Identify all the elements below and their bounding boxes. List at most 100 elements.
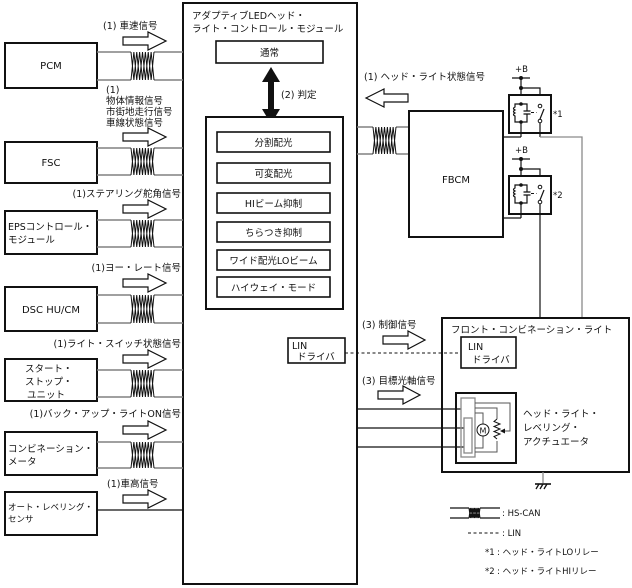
- mode-item: ワイド配光LOビーム: [216, 249, 331, 271]
- twisted-pair-icon: [130, 294, 155, 324]
- input-start-stop-unit: スタート・ ストップ・ ユニット (1)ライト・スイッチ状態信号: [4, 338, 183, 402]
- main-module-title-line2: ライト・コントロール・モジュール: [192, 24, 344, 35]
- module-box: [4, 286, 98, 332]
- normal-mode-box: [215, 40, 324, 64]
- actuator-label-line1: ヘッド・ライト・: [523, 409, 599, 420]
- twisted-pair-icon: [372, 126, 397, 155]
- target-axis-signal-label: (3) 目標光軸信号: [362, 375, 435, 387]
- mode-box: [216, 192, 331, 214]
- signal-label: (1)ステアリング舵角信号: [73, 188, 181, 200]
- signal-arrow-icon: [122, 273, 168, 293]
- signal-label: 物体情報信号: [106, 95, 163, 107]
- legend-item-hs-can: : HS-CAN: [450, 507, 541, 519]
- fbcm-box: [408, 110, 504, 238]
- relay-marker: *1: [553, 110, 563, 120]
- adaptive-led-headlight-control-module: アダプティブLEDヘッド・ ライト・コントロール・モジュール 通常 (2) 判定…: [182, 2, 358, 585]
- wiper-arrow-icon: [500, 428, 505, 434]
- mode-label: ワイド配光LOビーム: [229, 255, 317, 267]
- relay-coil-icon: [512, 183, 537, 205]
- hs-can-wire: [357, 126, 409, 155]
- relay-switch-icon: [537, 184, 545, 205]
- lin-driver-label-line2: ドライバ: [472, 355, 510, 366]
- legend-item-hi-relay: *2 : ヘッド・ライトHIリレー: [485, 567, 596, 577]
- signal-arrow-left-icon: [364, 88, 409, 108]
- module-box: [4, 141, 98, 184]
- control-signal-arrow-icon: [382, 330, 427, 350]
- module-label: メータ: [8, 457, 37, 468]
- legend-text: : ヘッド・ライトHIリレー: [497, 567, 596, 577]
- hs-can-wire: [97, 219, 183, 248]
- module-label: センサ: [8, 515, 34, 525]
- actuator-signal-wires: [357, 408, 464, 448]
- signal-arrow-icon: [122, 31, 168, 51]
- supply-label: +B: [515, 65, 528, 75]
- target-axis-signal-arrow-icon: [377, 385, 422, 405]
- judgement-label: (2) 判定: [281, 89, 317, 101]
- actuator-internal-wiring: [475, 402, 511, 453]
- mode-item: ハイウェイ・モード: [216, 276, 331, 298]
- main-lin-driver-box: [287, 337, 346, 364]
- module-box: [4, 431, 98, 476]
- headlight-status-signal-label: (1) ヘッド・ライト状態信号: [364, 71, 485, 83]
- actuator-label-line3: アクチュエータ: [523, 437, 589, 448]
- fbcm: (1) ヘッド・ライト状態信号 FBCM: [357, 71, 504, 238]
- control-signal-label: (3) 制御信号: [362, 319, 416, 331]
- module-box: [4, 358, 98, 402]
- mode-box: [216, 162, 331, 184]
- mode-label: 可変配光: [254, 168, 293, 180]
- input-fsc: FSC (1) 物体情報信号 市街地走行信号 車線状態信号: [4, 85, 183, 184]
- twisted-pair-icon: [130, 441, 155, 469]
- signal-label: (1)バック・アップ・ライトON信号: [30, 408, 181, 420]
- ground-icon: [535, 472, 551, 490]
- twisted-pair-icon: [130, 219, 155, 248]
- legend-marker: *1: [485, 548, 495, 558]
- mode-item: 分割配光: [216, 131, 331, 153]
- actuator-connector-inner: [463, 417, 473, 454]
- lin-driver-label-line1: LIN: [468, 342, 483, 353]
- legend-hs-can-wire: [450, 507, 500, 519]
- mode-label: ハイウェイ・モード: [231, 283, 316, 294]
- module-label: ストップ・: [25, 377, 73, 388]
- fbcm-label: FBCM: [442, 175, 470, 186]
- signal-label: 車線状態信号: [106, 117, 163, 129]
- mode-item: 可変配光: [216, 162, 331, 184]
- main-lin-driver-label-line2: ドライバ: [297, 352, 335, 363]
- main-module-title-line1: アダプティブLEDヘッド・: [192, 10, 305, 22]
- hs-can-wire: [97, 51, 183, 81]
- module-label: モジュール: [8, 235, 55, 246]
- signal-arrow-icon: [122, 420, 168, 440]
- front-combination-light: フロント・コンビネーション・ライト LIN ドライバ M ヘッド・ライト・ レベ…: [441, 317, 630, 473]
- lin-driver-box: [460, 336, 517, 369]
- twisted-pair-icon: [130, 147, 155, 176]
- module-label: PCM: [40, 61, 62, 72]
- module-label: FSC: [42, 158, 61, 169]
- relay-switch-icon: [537, 103, 545, 124]
- relay-marker: *2: [553, 191, 563, 201]
- actuator-box: [455, 392, 517, 464]
- supply-label: +B: [515, 146, 528, 156]
- normal-mode-label: 通常: [260, 47, 279, 59]
- actuator-label-line2: レベリング・: [523, 422, 580, 434]
- legend-text: : HS-CAN: [502, 509, 541, 519]
- headlight-lo-relay: +B *1: [508, 65, 563, 137]
- input-auto-leveling-sensor: オート・レベリング・ センサ (1)車高信号: [4, 478, 183, 536]
- hs-can-wire: [97, 294, 183, 324]
- input-combination-meter: コンビネーション・ メータ (1)バック・アップ・ライトON信号: [4, 408, 183, 476]
- legend-text: : LIN: [502, 529, 521, 539]
- mode-label: ちらつき抑制: [245, 227, 302, 239]
- mode-box: [216, 221, 331, 243]
- front-combination-light-box: [441, 317, 630, 473]
- actuator-connector: [460, 397, 476, 458]
- potentiometer-icon: [492, 418, 502, 440]
- legend: : HS-CAN : LIN *1 : ヘッド・ライトLOリレー *2 : ヘッ…: [450, 507, 599, 577]
- main-lin-driver-label-line1: LIN: [292, 341, 307, 352]
- module-label: EPSコントロール・: [8, 222, 92, 233]
- junction-dot: [519, 157, 523, 161]
- hs-can-wire: [97, 441, 183, 469]
- mode-box: [216, 276, 331, 298]
- headlight-hi-relay: +B *2: [508, 146, 563, 218]
- module-label: スタート・: [25, 364, 73, 375]
- lo-relay-to-headlight-wire: [540, 136, 583, 318]
- signal-label: (1)車高信号: [107, 478, 158, 490]
- signal-label: (1)ライト・スイッチ状態信号: [54, 338, 181, 350]
